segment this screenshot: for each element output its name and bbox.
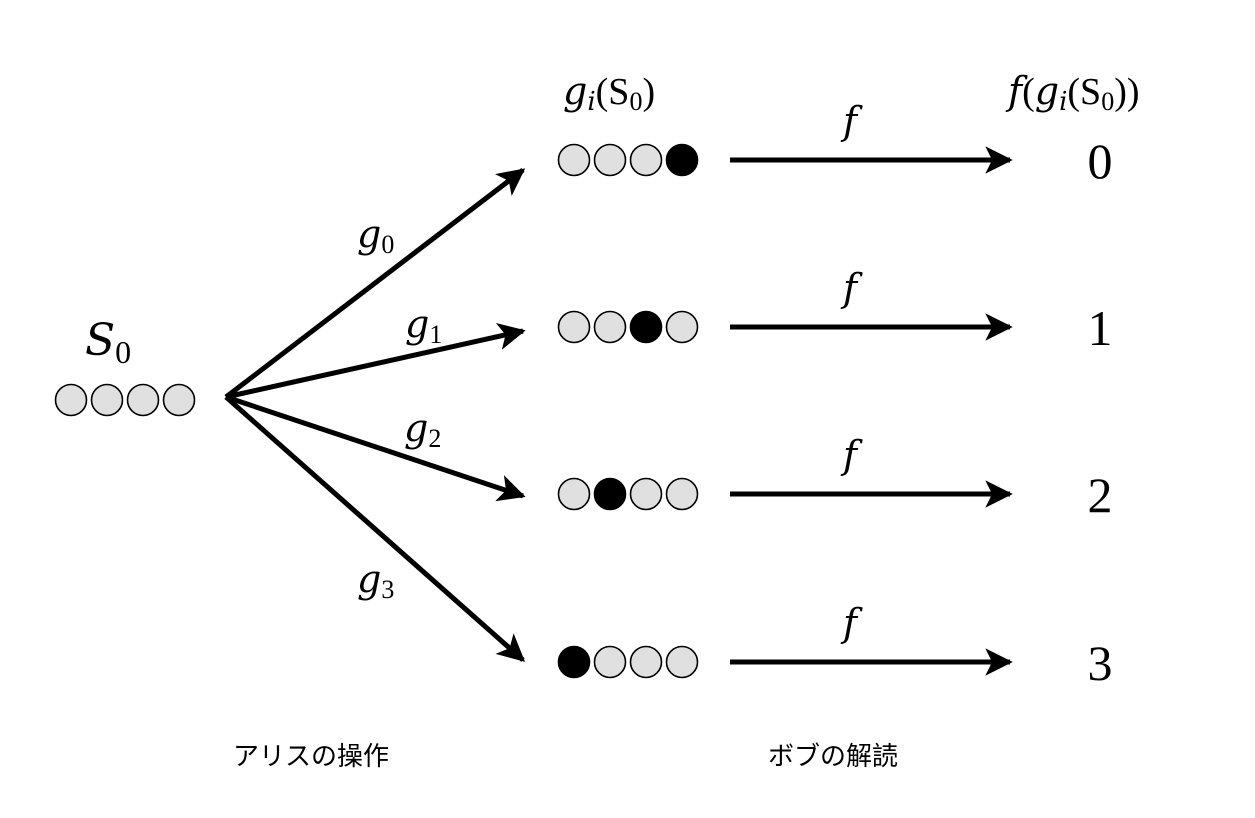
operation-label-sub: 2 <box>428 424 441 453</box>
decode-label: f <box>840 601 863 645</box>
output-value: 0 <box>1088 133 1113 189</box>
states-header-close: ) <box>642 71 655 113</box>
source-label-main: S <box>85 315 115 366</box>
source-node: S0 <box>54 315 196 417</box>
decode-label: f <box>840 99 863 143</box>
states-header-sub: 0 <box>629 87 642 116</box>
state-bit-empty <box>629 143 663 177</box>
operation-arrow <box>224 168 526 399</box>
outputs-header-i: i <box>1059 87 1067 117</box>
state-bit-empty <box>557 310 591 344</box>
source-bit-empty <box>54 383 88 417</box>
outputs-header-g: g <box>1035 69 1059 113</box>
states-header-g: g <box>563 69 587 113</box>
states-header: gi(S0) <box>563 69 655 117</box>
state-bit-empty <box>593 645 627 679</box>
state-bit-empty <box>629 477 663 511</box>
state-bit-empty <box>593 143 627 177</box>
alice-caption: アリスの操作 <box>233 742 389 772</box>
operation-label-main: g <box>357 557 381 601</box>
state-bit-empty <box>593 310 627 344</box>
states-header-i: i <box>587 87 595 117</box>
operation-label: g3 <box>357 557 394 604</box>
state-bit-filled <box>665 143 699 177</box>
state-bit-empty <box>665 477 699 511</box>
source-bit-empty <box>126 383 160 417</box>
state-bit-row <box>557 645 699 679</box>
state-bit-row <box>557 143 699 177</box>
state-bit-empty <box>557 477 591 511</box>
outputs-header-close: )) <box>1114 71 1139 113</box>
operation-arrow <box>224 395 526 662</box>
source-bit-row <box>54 383 196 417</box>
state-bit-empty <box>629 645 663 679</box>
outputs-header-sub: 0 <box>1101 87 1114 116</box>
operation-label-sub: 1 <box>429 320 442 349</box>
outputs-header-s: (S <box>1067 71 1101 113</box>
decode-label: f <box>840 433 863 477</box>
source-label: S0 <box>85 315 131 370</box>
output-value: 2 <box>1088 467 1113 523</box>
state-bit-row <box>557 310 699 344</box>
state-bit-filled <box>557 645 591 679</box>
state-bit-empty <box>557 143 591 177</box>
operation-label-sub: 0 <box>381 230 394 259</box>
output-value: 3 <box>1088 635 1113 691</box>
states-header-s: (S <box>596 71 630 113</box>
state-bit-row <box>557 477 699 511</box>
operation-arrow <box>225 394 526 502</box>
outputs-header: f(gi(S0)) <box>1005 69 1140 117</box>
operation-label: g1 <box>405 302 442 349</box>
operation-label-main: g <box>357 212 381 256</box>
source-label-sub: 0 <box>115 334 131 370</box>
operation-label: g2 <box>404 406 441 453</box>
operation-label: g0 <box>357 212 394 259</box>
operation-label-sub: 3 <box>381 575 394 604</box>
state-bit-empty <box>665 645 699 679</box>
outputs-header-open: ( <box>1022 71 1035 113</box>
decode-label: f <box>840 266 863 310</box>
operation-label-main: g <box>404 406 428 450</box>
operation-arrow <box>225 322 526 400</box>
source-bit-empty <box>162 383 196 417</box>
operation-label-main: g <box>405 302 429 346</box>
bob-caption: ボブの解読 <box>768 742 898 772</box>
output-value: 1 <box>1088 300 1113 356</box>
state-bit-filled <box>629 310 663 344</box>
source-bit-empty <box>90 383 124 417</box>
state-bit-empty <box>665 310 699 344</box>
state-bit-filled <box>593 477 627 511</box>
